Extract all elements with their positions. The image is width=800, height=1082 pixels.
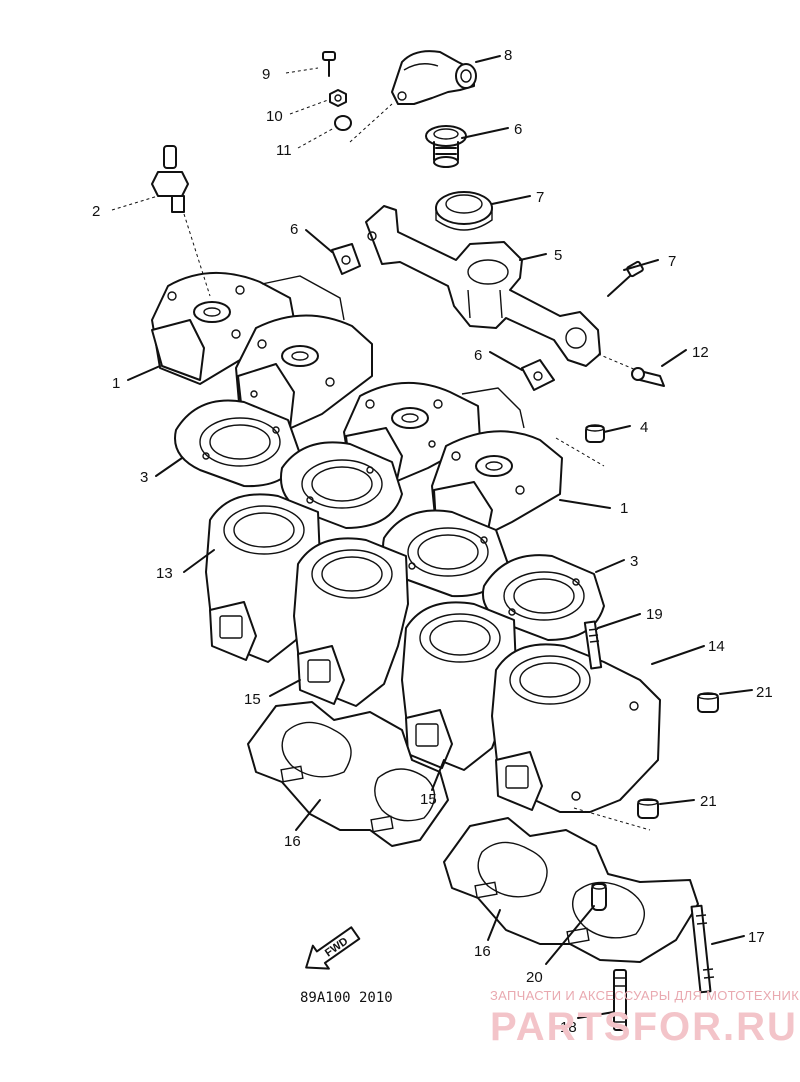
callout-16-a: 16 bbox=[284, 833, 301, 850]
gasket-small-2-part bbox=[521, 359, 555, 391]
gasket-small-1-part bbox=[331, 243, 361, 275]
nut-cover-part bbox=[329, 89, 347, 107]
callout-3-lower: 3 bbox=[630, 553, 638, 570]
callout-8: 6 bbox=[514, 121, 522, 138]
callout-5: 5 bbox=[554, 247, 562, 264]
callout-4: 4 bbox=[640, 419, 648, 436]
callout-12: 10 bbox=[266, 108, 283, 125]
thermostat-cover-part bbox=[391, 50, 477, 105]
cylinder-1-part bbox=[205, 493, 321, 663]
callout-21-b: 21 bbox=[700, 793, 717, 810]
callout-16-b: 16 bbox=[474, 943, 491, 960]
watermark-brand: PARTSFOR.RU bbox=[490, 1005, 798, 1049]
thermostat-part bbox=[425, 125, 467, 168]
callout-6-lower: 6 bbox=[474, 347, 482, 364]
temperature-sensor-part bbox=[151, 145, 189, 213]
forward-direction-arrow: FWD bbox=[305, 926, 361, 970]
base-gasket-1-part bbox=[247, 701, 449, 847]
water-manifold-part bbox=[365, 205, 601, 367]
head-gasket-2-part bbox=[382, 509, 605, 641]
head-gasket-1-part bbox=[174, 399, 403, 529]
callout-19: 18 bbox=[560, 1019, 577, 1036]
callout-1-lower: 1 bbox=[620, 500, 628, 517]
cylinder-4-part bbox=[491, 643, 661, 813]
base-gasket-2-part bbox=[443, 817, 699, 963]
callout-3-upper: 3 bbox=[140, 469, 148, 486]
callout-15-d: 15 bbox=[420, 791, 437, 808]
thermostat-seal-part bbox=[435, 191, 493, 231]
watermark-tagline: ЗАПЧАСТИ И АКСЕССУАРЫ ДЛЯ МОТОТЕХНИКИ bbox=[490, 988, 800, 1003]
callout-1-upper: 1 bbox=[112, 375, 120, 392]
callout-6-upper: 6 bbox=[290, 221, 298, 238]
nut-upper-part bbox=[585, 424, 605, 443]
callout-20: 20 bbox=[526, 969, 543, 986]
callout-7: 7 bbox=[668, 253, 676, 270]
washer-cover-part bbox=[334, 115, 352, 131]
callout-18: 17 bbox=[748, 929, 765, 946]
callout-9: 7 bbox=[536, 189, 544, 206]
nut-right-1-part bbox=[697, 692, 719, 713]
callout-11: 9 bbox=[262, 66, 270, 83]
stud-upper-part bbox=[583, 620, 603, 670]
nut-right-2-part bbox=[637, 798, 659, 819]
stud-lower-part bbox=[613, 969, 627, 1031]
callout-17: 19 bbox=[646, 606, 663, 623]
leader-lines bbox=[111, 55, 753, 1019]
callout-21-a: 21 bbox=[756, 684, 773, 701]
callout-numbers: 9 10 11 8 6 7 2 6 5 7 6 12 1 4 3 1 3 13 … bbox=[92, 47, 773, 1036]
callout-2: 2 bbox=[92, 203, 100, 220]
callout-10: 8 bbox=[504, 47, 512, 64]
stud-right-part bbox=[690, 904, 715, 994]
callout-13: 11 bbox=[276, 142, 292, 159]
diagram-code: 89A100 2010 bbox=[300, 990, 393, 1006]
cylinder-head-2-part bbox=[235, 314, 373, 433]
cylinder-3-part bbox=[401, 601, 517, 771]
callout-15-c: 15 bbox=[244, 691, 261, 708]
cylinder-head-group bbox=[151, 272, 563, 541]
callout-15-b: 14 bbox=[708, 638, 725, 655]
dowel-pin-part bbox=[591, 882, 607, 911]
cylinder-2-part bbox=[293, 537, 409, 707]
bolt-cover-part bbox=[322, 51, 336, 77]
callout-14: 12 bbox=[692, 344, 709, 361]
bolt-manifold-2-part bbox=[631, 367, 665, 387]
callout-15-a: 13 bbox=[156, 565, 173, 582]
